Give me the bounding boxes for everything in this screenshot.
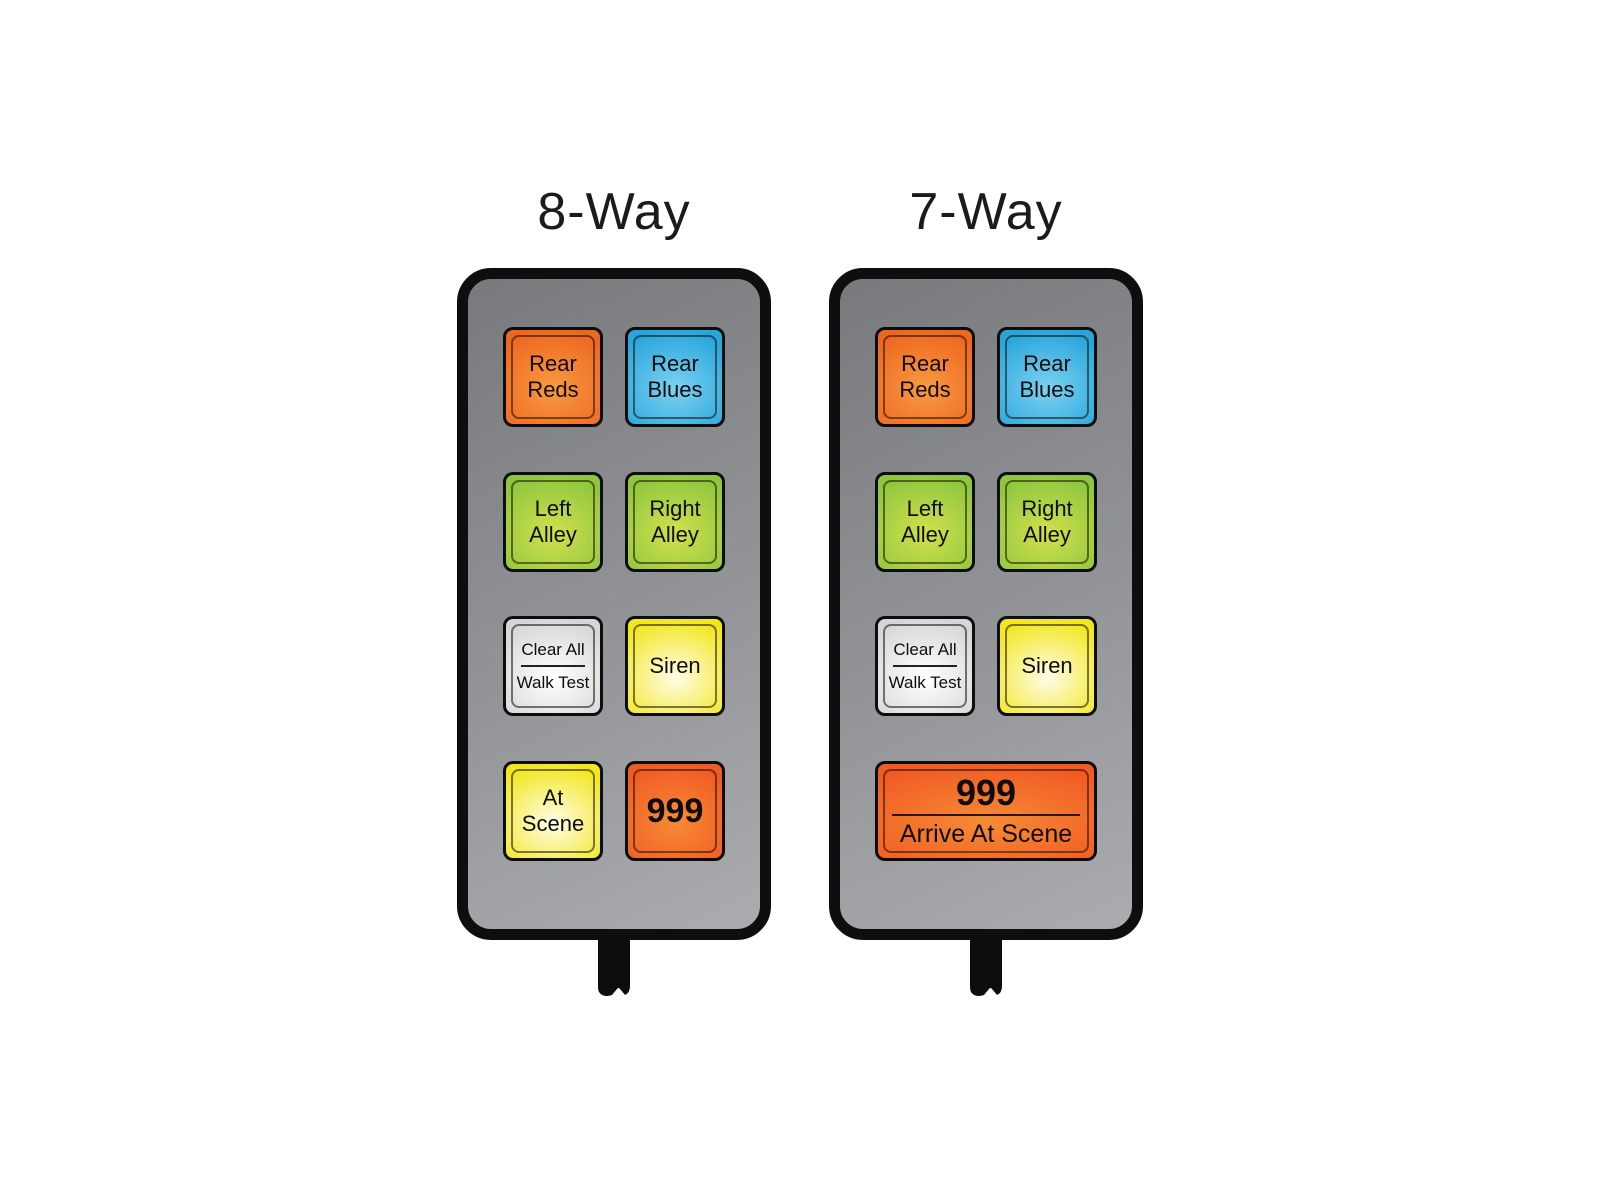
button-rear-reds[interactable]: Rear Reds bbox=[875, 327, 975, 427]
button-label: Rear Reds bbox=[899, 351, 951, 402]
button-label-bottom: Walk Test bbox=[888, 673, 962, 693]
button-row: Rear Reds Rear Blues bbox=[503, 327, 725, 427]
button-row: 999 Arrive At Scene bbox=[875, 760, 1097, 861]
button-rear-blues[interactable]: Rear Blues bbox=[997, 327, 1097, 427]
button-siren[interactable]: Siren bbox=[997, 616, 1097, 717]
panel-8way-body: Rear Reds Rear Blues Left Alley Right Al… bbox=[457, 268, 771, 940]
cable-icon bbox=[970, 938, 1002, 996]
button-row: Clear All Walk Test Siren bbox=[503, 616, 725, 717]
button-row: Left Alley Right Alley bbox=[875, 471, 1097, 572]
button-label: Left Alley bbox=[901, 495, 949, 547]
divider-line bbox=[521, 665, 585, 668]
button-label-bottom: Arrive At Scene bbox=[899, 819, 1073, 848]
button-left-alley[interactable]: Left Alley bbox=[503, 471, 603, 572]
unit-8-way: 8-Way Rear Reds Rear Blues Left Alley Ri… bbox=[457, 186, 771, 996]
divider-line bbox=[893, 665, 957, 668]
cable bbox=[970, 938, 1002, 996]
button-clear-all-walk-test[interactable]: Clear All Walk Test bbox=[875, 616, 975, 717]
button-label-top: Clear All bbox=[521, 640, 585, 660]
button-rear-reds[interactable]: Rear Reds bbox=[503, 327, 603, 427]
button-label-top: 999 bbox=[955, 771, 1017, 813]
button-label-bottom: Walk Test bbox=[516, 673, 590, 693]
button-at-scene[interactable]: At Scene bbox=[503, 760, 603, 861]
button-row: At Scene 999 bbox=[503, 760, 725, 861]
button-clear-all-walk-test[interactable]: Clear All Walk Test bbox=[503, 616, 603, 717]
button-label: At Scene bbox=[521, 784, 585, 836]
button-label: Rear Reds bbox=[527, 351, 579, 402]
panel-7way-title: 7-Way bbox=[909, 183, 1063, 241]
button-siren[interactable]: Siren bbox=[625, 616, 725, 717]
button-rear-blues[interactable]: Rear Blues bbox=[625, 327, 725, 427]
divider-line bbox=[892, 813, 1080, 816]
button-row: Left Alley Right Alley bbox=[503, 471, 725, 572]
button-label: Right Alley bbox=[1021, 495, 1073, 547]
panel-7way-body: Rear Reds Rear Blues Left Alley Right Al… bbox=[829, 268, 1143, 940]
button-left-alley[interactable]: Left Alley bbox=[875, 471, 975, 572]
cable bbox=[598, 938, 630, 996]
keypad-comparison-diagram: 8-Way Rear Reds Rear Blues Left Alley Ri… bbox=[457, 186, 1143, 996]
button-label: Siren bbox=[1021, 653, 1073, 679]
unit-7-way: 7-Way Rear Reds Rear Blues Left Alley Ri… bbox=[829, 186, 1143, 996]
button-label: Rear Blues bbox=[1019, 351, 1075, 402]
button-row: Rear Reds Rear Blues bbox=[875, 327, 1097, 427]
button-right-alley[interactable]: Right Alley bbox=[625, 471, 725, 572]
panel-8way-title: 8-Way bbox=[537, 183, 691, 241]
button-row: Clear All Walk Test Siren bbox=[875, 616, 1097, 717]
button-label: Rear Blues bbox=[647, 351, 703, 402]
cable-icon bbox=[598, 938, 630, 996]
button-label: Left Alley bbox=[529, 495, 577, 547]
button-label: Right Alley bbox=[649, 495, 701, 547]
button-999[interactable]: 999 bbox=[625, 760, 725, 861]
button-999-arrive-at-scene[interactable]: 999 Arrive At Scene bbox=[875, 760, 1097, 861]
button-label: 999 bbox=[646, 791, 704, 830]
button-label: Siren bbox=[649, 653, 701, 679]
button-right-alley[interactable]: Right Alley bbox=[997, 471, 1097, 572]
button-label-top: Clear All bbox=[893, 640, 957, 660]
